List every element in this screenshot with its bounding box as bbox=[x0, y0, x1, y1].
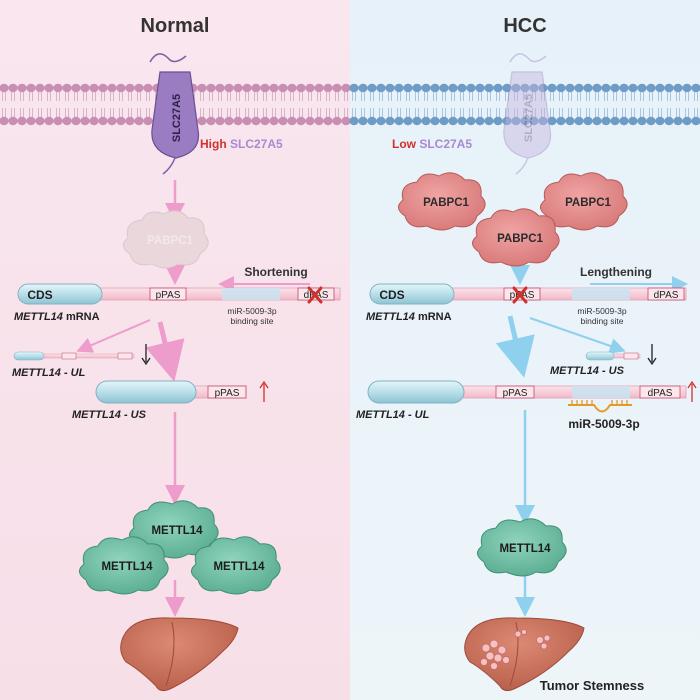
pabpc1-faded: PABPC1 bbox=[123, 210, 209, 269]
transporter-level-normal: High SLC27A5 bbox=[200, 137, 283, 151]
blocked-x-icon bbox=[512, 286, 528, 304]
tumor-nodule-icon bbox=[480, 639, 510, 670]
ppas-label: pPAS bbox=[503, 388, 528, 399]
shortening-label: Shortening bbox=[244, 265, 307, 279]
pabpc1-protein: PABPC1 bbox=[540, 172, 628, 231]
mirna-duplex-icon bbox=[568, 400, 632, 413]
cds-label: CDS bbox=[379, 288, 404, 302]
pabpc1-label-faded: PABPC1 bbox=[147, 235, 193, 247]
isoform-short-hcc: METTL14 - US bbox=[550, 344, 657, 377]
isoform-label-us-hcc: METTL14 - US bbox=[550, 365, 625, 377]
tumor-liver-icon bbox=[464, 617, 585, 692]
tumor-nodule-icon bbox=[536, 634, 551, 650]
isoform-label-ul-hcc: METTL14 - UL bbox=[356, 409, 430, 421]
mettl14-label: METTL14 bbox=[499, 543, 551, 555]
outcome-label: Tumor Stemness bbox=[540, 678, 645, 693]
hcc-panel-title: HCC bbox=[503, 15, 546, 37]
mettl14-protein: METTL14 bbox=[79, 536, 169, 595]
pabpc1-label: PABPC1 bbox=[423, 197, 469, 209]
mrna-label-normal: METTL14 mRNA bbox=[14, 311, 100, 323]
ppas-label: pPAS bbox=[156, 290, 181, 301]
mettl14-label: METTL14 bbox=[101, 561, 153, 573]
normal-liver-icon bbox=[120, 617, 239, 692]
blocked-x-icon bbox=[307, 286, 323, 304]
slc27a5-transporter-high: SLC27A5 bbox=[149, 53, 200, 175]
mrna-label-hcc: METTL14 mRNA bbox=[366, 311, 452, 323]
transporter-label-normal: SLC27A5 bbox=[171, 94, 183, 142]
tumor-nodule-icon bbox=[514, 629, 527, 638]
isoform-main-hcc: pPAS dPAS METTL14 - UL miR-5009-3p bbox=[356, 380, 697, 431]
mettl14-protein: METTL14 bbox=[191, 536, 281, 595]
mirna-bound-label: miR-5009-3p bbox=[568, 417, 639, 431]
dpas-label: dPAS bbox=[648, 388, 673, 399]
pabpc1-protein: PABPC1 bbox=[472, 208, 560, 267]
ppas-label: pPAS bbox=[215, 388, 240, 399]
mettl14-label: METTL14 bbox=[151, 525, 203, 537]
cell-membrane-hcc bbox=[349, 83, 700, 126]
pabpc1-protein: PABPC1 bbox=[398, 172, 486, 231]
isoform-label-ul-normal: METTL14 - UL bbox=[12, 367, 86, 379]
cds-label: CDS bbox=[27, 288, 52, 302]
transporter-label-hcc: SLC27A5 bbox=[523, 94, 535, 142]
isoform-short-normal: METTL14 - UL bbox=[12, 344, 151, 379]
dpas-label: dPAS bbox=[654, 290, 679, 301]
isoform-label-us-normal: METTL14 - US bbox=[72, 409, 147, 421]
slc27a5-transporter-low: SLC27A5 bbox=[503, 53, 552, 175]
isoform-main-normal: pPAS METTL14 - US bbox=[72, 380, 269, 421]
mettl14-label: METTL14 bbox=[213, 561, 265, 573]
normal-panel-title: Normal bbox=[141, 15, 210, 37]
mettl14-protein: METTL14 bbox=[477, 518, 567, 577]
lengthening-label: Lengthening bbox=[580, 265, 652, 279]
flow-arrows-hcc bbox=[495, 254, 688, 617]
transporter-level-hcc: Low SLC27A5 bbox=[392, 137, 472, 151]
pabpc1-label: PABPC1 bbox=[565, 197, 611, 209]
pabpc1-label: PABPC1 bbox=[497, 233, 543, 245]
